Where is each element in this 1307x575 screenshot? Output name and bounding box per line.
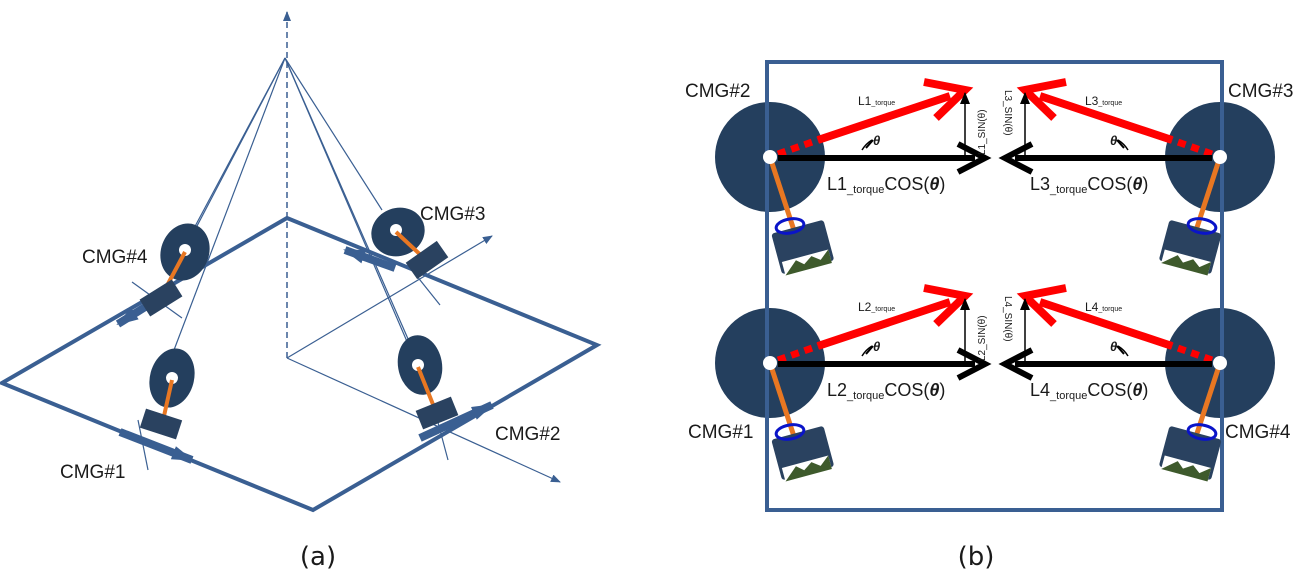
cmg4-gimbal-a xyxy=(139,223,210,317)
cmg3-label-a: CMG#3 xyxy=(420,204,485,225)
cmg2-label-b: CMG#2 xyxy=(685,81,750,102)
frame-b xyxy=(765,60,1224,512)
q3-sin-label: L3_SIN(θ) xyxy=(1002,90,1013,136)
cmg1-gimbal-b xyxy=(767,362,835,483)
cmg3-gimbal-b xyxy=(1158,156,1223,277)
cmg3-torque-arrow xyxy=(343,246,397,272)
q4-theta: θ xyxy=(1110,339,1117,354)
cmg3-gimbal-a xyxy=(371,207,449,280)
q1-sin-label: L1_SIN(θ) xyxy=(977,109,988,155)
cmg1-torque-arrow xyxy=(118,428,194,464)
q2-sin-label: L2_SIN(θ) xyxy=(977,315,988,361)
q4-vectors xyxy=(998,284,1214,381)
cmg2-torque-arrow xyxy=(418,401,494,442)
cmg1-gimbal-a xyxy=(139,348,195,440)
cmg4-gimbal-b xyxy=(1158,362,1223,483)
q2-theta: θ xyxy=(873,339,880,354)
q3-vectors xyxy=(998,78,1214,175)
cmg2-gimbal-a xyxy=(397,335,459,430)
q3-cos-label: L3_torqueCOS(θ) xyxy=(1030,174,1148,196)
cmg1-label-a: CMG#1 xyxy=(60,462,125,483)
cmg4-label-b: CMG#4 xyxy=(1225,422,1291,443)
cmg2-label-a: CMG#2 xyxy=(495,424,560,445)
q2-torque-label: L2_torque xyxy=(858,300,895,314)
q4-sin-label: L4_SIN(θ) xyxy=(1002,296,1013,342)
q2-vectors xyxy=(776,284,992,381)
q1-torque-label: L1_torque xyxy=(858,94,895,108)
q3-theta: θ xyxy=(1110,133,1117,148)
q1-theta: θ xyxy=(873,133,880,148)
cmg1-label-b: CMG#1 xyxy=(688,422,753,443)
caption-b: (b) xyxy=(958,542,995,572)
q2-cos-label: L2_torqueCOS(θ) xyxy=(827,380,945,402)
panel-a: CMG#4 CMG#3 CMG#1 CMG#2 (a) xyxy=(0,11,602,572)
q1-vectors xyxy=(776,78,992,175)
caption-a: (a) xyxy=(300,542,336,572)
q3-torque-label: L3_torque xyxy=(1085,94,1122,108)
panel-b: θ θ θ θ L1_torque L3_torque L2_torque L4… xyxy=(685,60,1293,572)
q1-cos-label: L1_torqueCOS(θ) xyxy=(827,174,945,196)
cmg4-label-a: CMG#4 xyxy=(82,247,148,268)
cmg2-gimbal-b xyxy=(767,156,835,277)
cmg3-label-b: CMG#3 xyxy=(1228,81,1293,102)
q4-cos-label: L4_torqueCOS(θ) xyxy=(1030,380,1148,402)
q4-torque-label: L4_torque xyxy=(1085,300,1122,314)
